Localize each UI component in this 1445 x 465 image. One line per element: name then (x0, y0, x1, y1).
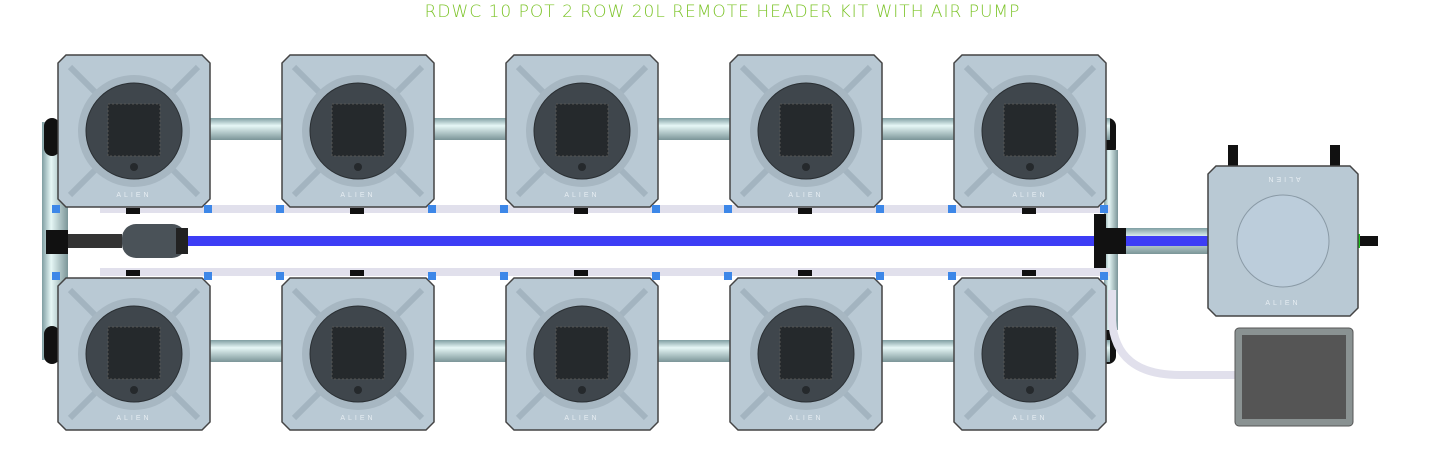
return-port (204, 205, 212, 213)
net-pot-basket (331, 326, 385, 380)
air-pump-tube (1108, 290, 1236, 379)
filter-cap (176, 228, 188, 254)
net-pot-basket (331, 103, 385, 157)
drain-hole (1026, 386, 1034, 394)
return-port (724, 272, 732, 280)
pot-brand: ALIEN (116, 415, 152, 422)
header-outlet (1358, 236, 1378, 246)
filter-body (122, 224, 186, 258)
return-port (1100, 272, 1108, 280)
net-pot-basket (779, 103, 833, 157)
pot (500, 270, 660, 431)
drain-hole (130, 163, 138, 171)
pot-fitting (1022, 270, 1036, 276)
header-brand-top: ALIEN (1265, 175, 1301, 182)
pot-brand: ALIEN (564, 192, 600, 199)
drain-hole (1026, 163, 1034, 171)
net-pot-basket (107, 103, 161, 157)
pot (52, 270, 212, 431)
pot-brand: ALIEN (116, 192, 152, 199)
return-port (428, 272, 436, 280)
header-fitting-left (1228, 145, 1238, 167)
remote-header-tank (1207, 145, 1378, 317)
return-port (876, 205, 884, 213)
net-pot-basket (555, 326, 609, 380)
return-port (652, 272, 660, 280)
pot-fitting (798, 208, 812, 214)
left-elbow-top (44, 118, 60, 156)
pot (276, 270, 436, 431)
top-return-tube (100, 205, 1110, 213)
drain-hole (578, 163, 586, 171)
pot-fitting (350, 270, 364, 276)
return-port (724, 205, 732, 213)
return-port (652, 205, 660, 213)
bottom-return-tube (100, 268, 1110, 276)
net-pot-basket (555, 103, 609, 157)
pot (52, 54, 212, 214)
return-port (428, 205, 436, 213)
tee-fitting-arm (1106, 228, 1126, 254)
pot-brand: ALIEN (564, 415, 600, 422)
left-elbow-bottom (44, 326, 60, 364)
return-port (876, 272, 884, 280)
drain-hole (354, 386, 362, 394)
drain-hole (802, 163, 810, 171)
return-port (1100, 205, 1108, 213)
drain-hole (130, 386, 138, 394)
header-brand-bottom: ALIEN (1265, 300, 1301, 307)
net-pot-basket (1003, 103, 1057, 157)
net-pot-basket (1003, 326, 1057, 380)
pot-brand: ALIEN (340, 192, 376, 199)
pot-fitting (126, 208, 140, 214)
air-line (180, 236, 1210, 246)
pot-brand: ALIEN (1012, 415, 1048, 422)
return-port (52, 205, 60, 213)
air-pump (1234, 327, 1354, 427)
air-pump-face (1242, 335, 1346, 419)
net-pot-basket (779, 326, 833, 380)
return-port (52, 272, 60, 280)
return-port (276, 272, 284, 280)
return-port (948, 272, 956, 280)
header-fitting-right (1330, 145, 1340, 167)
pot-fitting (574, 270, 588, 276)
pot-brand: ALIEN (1012, 192, 1048, 199)
pot (724, 54, 884, 214)
pot-fitting (574, 208, 588, 214)
left-connector (46, 230, 68, 254)
pot (276, 54, 436, 214)
return-port (948, 205, 956, 213)
pot (948, 54, 1108, 214)
drain-hole (354, 163, 362, 171)
pot-brand: ALIEN (788, 192, 824, 199)
header-lid (1236, 194, 1330, 288)
pot-grid (52, 54, 1108, 431)
tee-fitting (1094, 214, 1106, 268)
pot-fitting (798, 270, 812, 276)
drain-hole (578, 386, 586, 394)
net-pot-basket (107, 326, 161, 380)
pot-brand: ALIEN (340, 415, 376, 422)
return-port (500, 205, 508, 213)
drain-hole (802, 386, 810, 394)
pot-brand: ALIEN (788, 415, 824, 422)
pot (948, 270, 1108, 431)
return-port (276, 205, 284, 213)
pot-fitting (350, 208, 364, 214)
pot-fitting (126, 270, 140, 276)
return-port (500, 272, 508, 280)
check-valve (68, 234, 122, 248)
diagram-title: RDWC 10 POT 2 ROW 20L REMOTE HEADER KIT … (424, 2, 1021, 22)
pot (724, 270, 884, 431)
pot (500, 54, 660, 214)
return-port (204, 272, 212, 280)
pot-fitting (1022, 208, 1036, 214)
